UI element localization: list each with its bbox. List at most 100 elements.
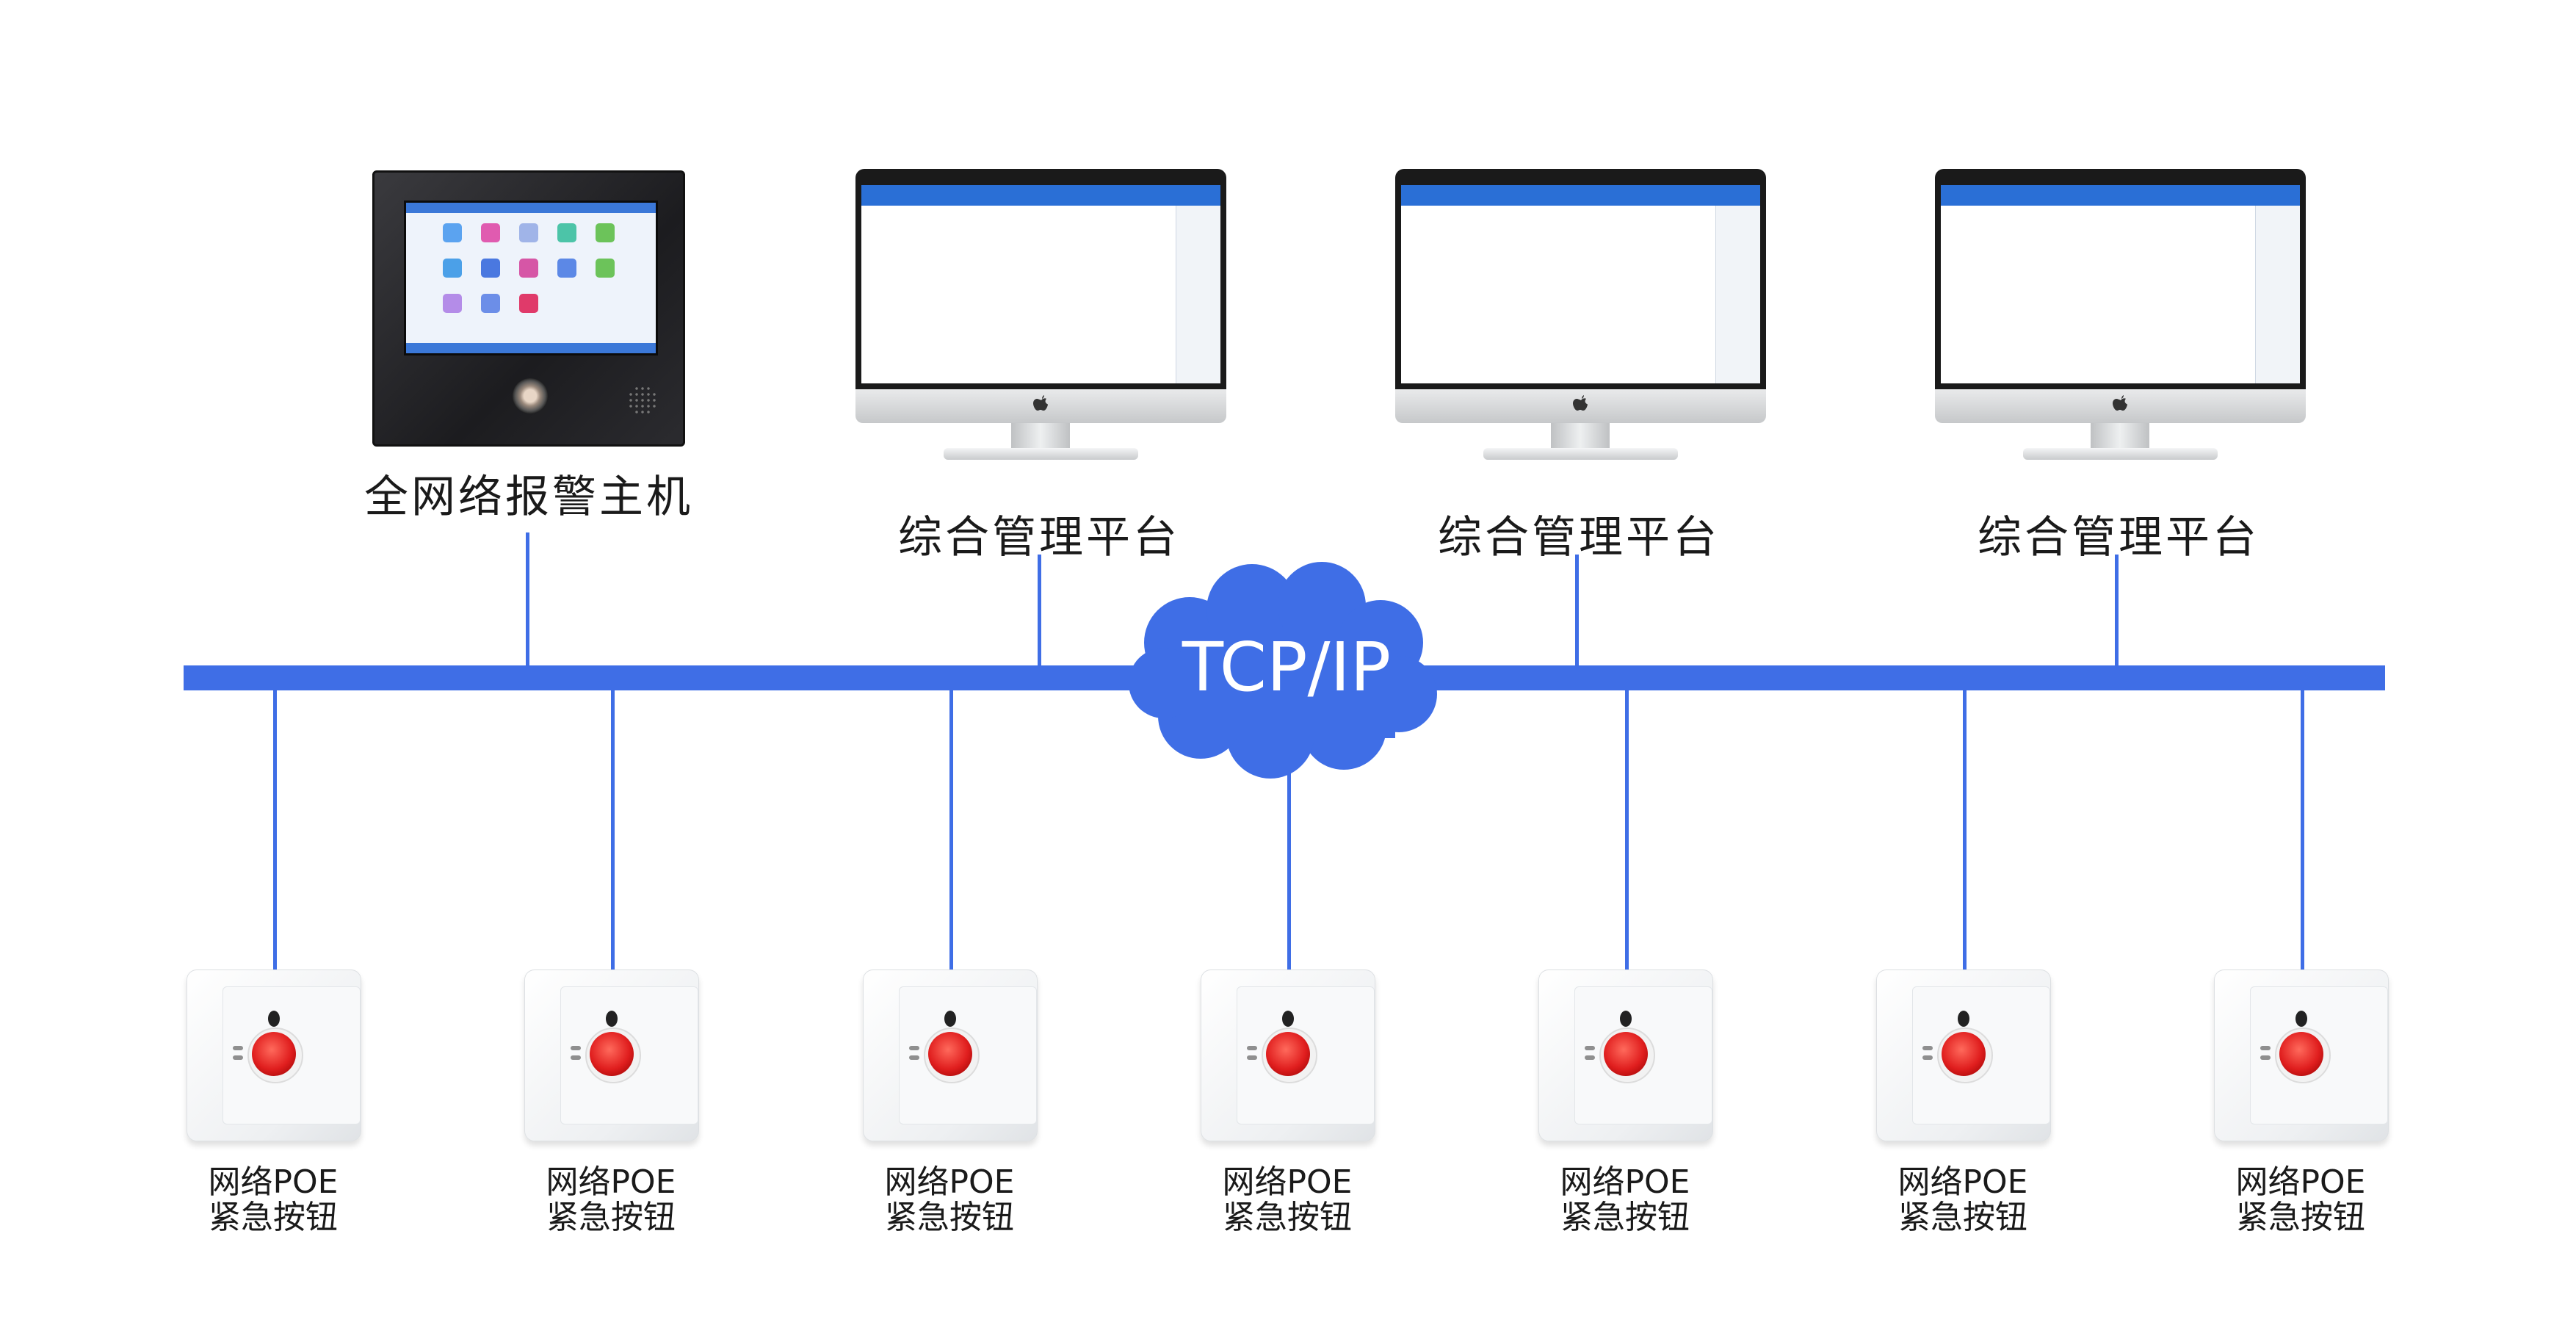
monitor-stand-base [2023,448,2218,460]
app-icon [519,259,538,278]
monitor-stand-neck [1551,423,1610,449]
tcpip-cloud: TCP/IP [1129,562,1437,779]
app-icon [557,223,576,242]
status-led-icon [1585,1046,1595,1050]
monitor-2 [1395,169,1766,470]
monitor-screen [1941,185,2300,383]
host-power-knob [513,378,548,414]
monitor-screen [861,185,1220,383]
app-icon [596,259,615,278]
monitor-stand-neck [1011,423,1070,449]
poe-panic-button-device [2214,969,2389,1141]
platform-1-connector-line [1038,555,1041,672]
button-6-connector-line [1963,687,1967,977]
button-label-line2: 紧急按钮 [1560,1199,1690,1236]
button-7-connector-line [2301,687,2304,977]
alarm-red-button-icon [928,1032,972,1076]
management-toolbar [1941,185,2300,206]
button-5-connector-line [1625,687,1629,977]
apple-logo-icon [1570,395,1592,419]
platform-1-label: 综合管理平台 [898,512,1180,563]
status-led-icon [233,1055,243,1060]
keyhole-icon [2295,1011,2307,1027]
host-connector-line [526,532,529,672]
button-label-line2: 紧急按钮 [1898,1199,2027,1236]
status-led-icon [1922,1046,1933,1050]
app-icon [481,294,500,313]
keyhole-icon [606,1011,618,1027]
status-led-icon [909,1046,919,1050]
button-3-connector-line [949,687,953,977]
poe-panic-button-device [1538,969,1713,1141]
platform-2-label: 综合管理平台 [1438,512,1720,563]
host-screen-footer [406,343,656,353]
monitor-stand-base [944,448,1138,460]
alarm-red-button-icon [1942,1032,1986,1076]
button-4-connector-line [1287,764,1291,977]
status-led-icon [1922,1055,1933,1060]
app-icon [481,259,500,278]
status-led-icon [2260,1046,2271,1050]
app-icon [443,223,462,242]
button-label-line2: 紧急按钮 [209,1199,338,1236]
app-icon [519,223,538,242]
button-label-line2: 紧急按钮 [885,1199,1014,1236]
host-label: 全网络报警主机 [364,472,693,523]
status-led-icon [1585,1055,1595,1060]
host-touchscreen [404,201,658,355]
poe-panic-button-device [1876,969,2051,1141]
keyhole-icon [268,1011,280,1027]
button-label-line1: 网络POE [884,1163,1015,1201]
button-label-line1: 网络POE [2235,1163,2366,1201]
keyhole-icon [944,1011,956,1027]
button-2-connector-line [611,687,615,977]
button-label-line1: 网络POE [1560,1163,1690,1201]
poe-panic-button-device [1201,969,1375,1141]
speaker-grille-icon [628,386,657,415]
management-sidepanel [1176,206,1220,383]
alarm-red-button-icon [252,1032,296,1076]
monitor-chin [855,389,1226,423]
status-led-icon [2260,1055,2271,1060]
apple-logo-icon [2110,395,2132,419]
status-led-icon [571,1046,581,1050]
poe-panic-button-device [524,969,699,1141]
network-label: TCP/IP [1182,628,1391,707]
monitor-3 [1935,169,2306,470]
button-label-line2: 紧急按钮 [546,1199,676,1236]
apple-logo-icon [1030,395,1052,419]
keyhole-icon [1958,1011,1969,1027]
management-sidepanel [1715,206,1760,383]
app-icon [443,294,462,313]
button-label-line2: 紧急按钮 [2236,1199,2365,1236]
platform-3-label: 综合管理平台 [1978,512,2260,563]
app-icon [443,259,462,278]
status-led-icon [1247,1046,1257,1050]
monitor-stand-neck [2091,423,2149,449]
status-led-icon [571,1055,581,1060]
host-app-grid [443,223,641,333]
cloud-shape [1129,562,1437,779]
alarm-red-button-icon [1604,1032,1648,1076]
status-led-icon [233,1046,243,1050]
keyhole-icon [1620,1011,1632,1027]
monitor-screen [1401,185,1760,383]
keyhole-icon [1282,1011,1294,1027]
host-screen-header [406,203,656,213]
button-label-line1: 网络POE [208,1163,339,1201]
monitor-1 [855,169,1226,470]
button-label-line1: 网络POE [1222,1163,1353,1201]
alarm-red-button-icon [1266,1032,1310,1076]
management-toolbar [861,185,1220,206]
monitor-chin [1395,389,1766,423]
status-led-icon [1247,1055,1257,1060]
platform-3-connector-line [2115,555,2119,672]
monitor-chin [1935,389,2306,423]
button-1-connector-line [273,687,277,977]
management-sidepanel [2255,206,2300,383]
platform-2-connector-line [1575,555,1579,672]
app-icon [596,223,615,242]
alarm-red-button-icon [590,1032,634,1076]
button-label-line1: 网络POE [1897,1163,2028,1201]
poe-panic-button-device [187,969,361,1141]
